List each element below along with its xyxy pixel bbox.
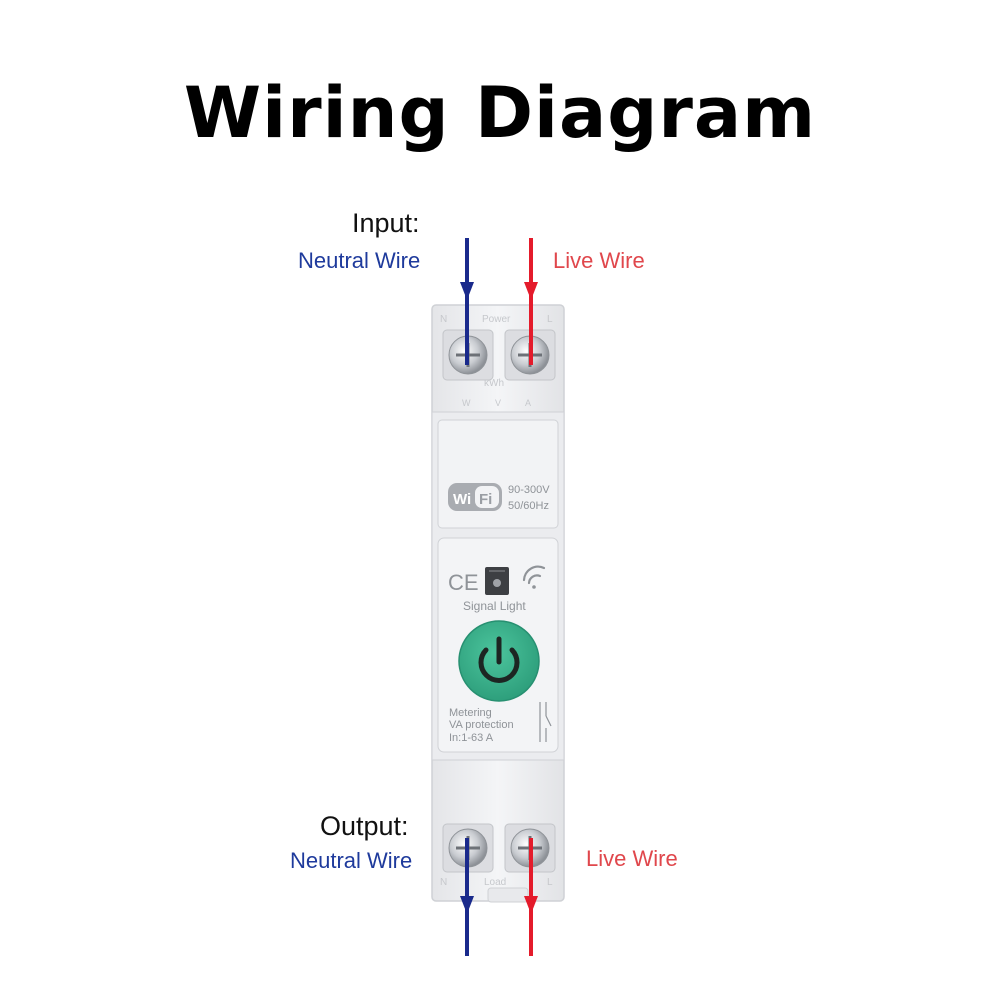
wifi-signal-icon bbox=[522, 565, 546, 589]
output-neutral-wire bbox=[460, 838, 474, 956]
w-label: W bbox=[462, 398, 471, 408]
breaker-device bbox=[431, 304, 565, 903]
input-neutral-wire bbox=[460, 238, 474, 365]
signal-light-indicator bbox=[485, 567, 509, 595]
output-live-label: Live Wire bbox=[586, 846, 678, 871]
wifi-badge: Wi Fi bbox=[448, 483, 502, 511]
power-icon bbox=[478, 636, 520, 683]
wifi-badge-fi: Fi bbox=[479, 491, 492, 508]
output-live-wire bbox=[524, 838, 538, 956]
circuit-symbol bbox=[539, 702, 552, 742]
output-neutral-label: Neutral Wire bbox=[290, 848, 413, 873]
a-label: A bbox=[525, 398, 531, 408]
bottom-n-label: N bbox=[440, 877, 447, 888]
spec-current: In:1-63 A bbox=[449, 732, 494, 744]
top-n-label: N bbox=[440, 314, 447, 325]
ce-mark: CE bbox=[448, 570, 479, 595]
input-neutral-label: Neutral Wire bbox=[298, 248, 421, 273]
spec-metering: Metering bbox=[449, 707, 492, 719]
page-title: Wiring Diagram bbox=[183, 72, 817, 154]
spec-va-protection: VA protection bbox=[449, 719, 514, 731]
input-heading: Input: bbox=[352, 208, 420, 238]
input-live-wire bbox=[524, 238, 538, 365]
output-heading: Output: bbox=[320, 811, 409, 841]
input-live-label: Live Wire bbox=[553, 248, 645, 273]
v-label: V bbox=[495, 398, 501, 408]
power-button[interactable] bbox=[458, 620, 540, 702]
signal-light-label: Signal Light bbox=[463, 599, 526, 613]
top-power-label: Power bbox=[482, 314, 511, 325]
bottom-l-label: L bbox=[547, 877, 553, 888]
bottom-load-label: Load bbox=[484, 877, 506, 888]
top-l-label: L bbox=[547, 314, 553, 325]
wifi-badge-wi: Wi bbox=[453, 491, 471, 508]
voltage-rating: 90-300V bbox=[508, 484, 550, 496]
frequency-rating: 50/60Hz bbox=[508, 500, 549, 512]
kwh-label: kWh bbox=[484, 378, 504, 389]
